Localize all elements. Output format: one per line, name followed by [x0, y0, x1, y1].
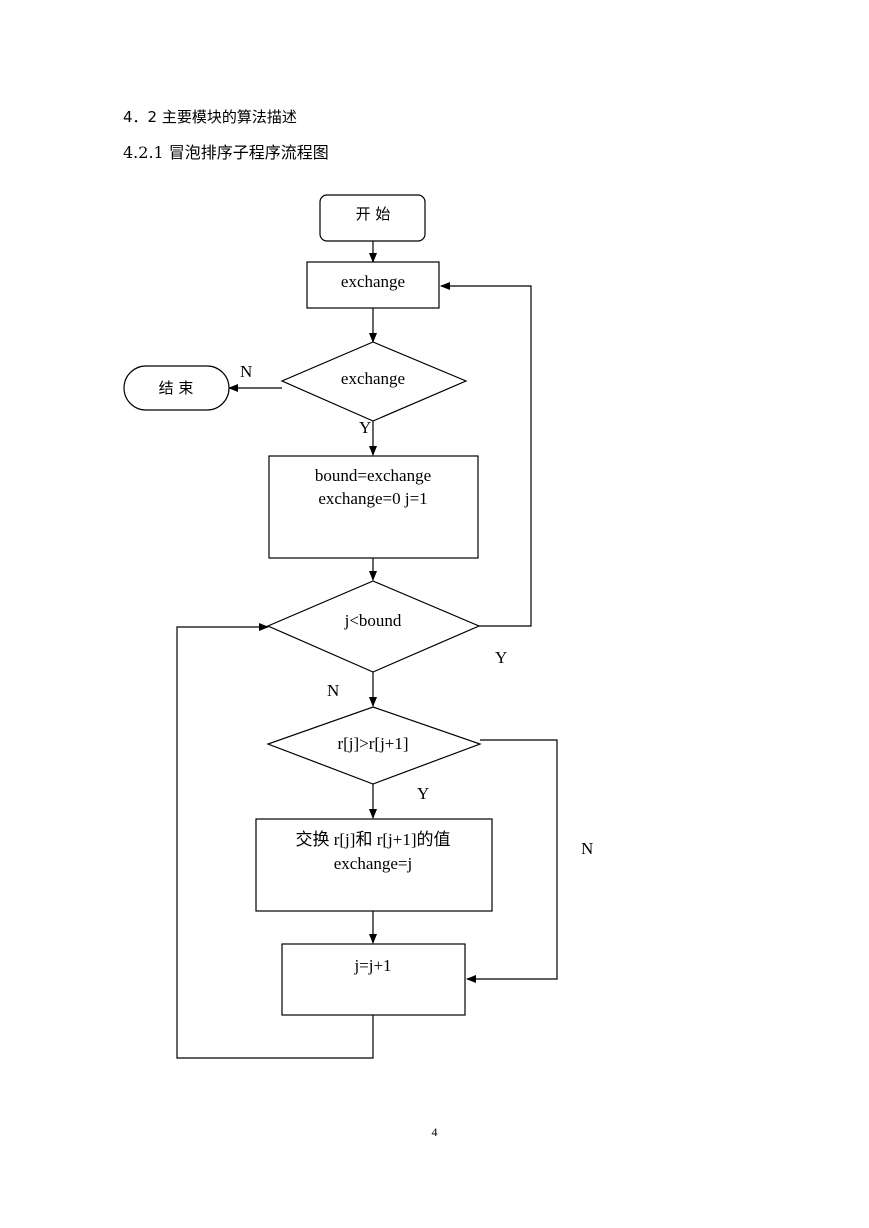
arrow-bound-yes-loop — [440, 282, 532, 627]
arrow-increment-loop — [176, 623, 374, 1059]
exchange-no-label: N — [240, 362, 252, 381]
exchange-yes-label: Y — [359, 418, 371, 437]
branch-labels: N Y Y N Y N — [240, 362, 593, 858]
increment-box: j=j+1 — [281, 943, 466, 1016]
connectors — [176, 241, 558, 1059]
arrow-compare-no — [466, 739, 558, 983]
swap-box: 交换 r[j]和 r[j+1]的值 exchange=j — [255, 818, 493, 912]
bound-decision-label: j<bound — [344, 611, 402, 630]
swap-line-2: exchange=j — [334, 854, 413, 873]
assign-line-2: exchange=0 j=1 — [318, 489, 427, 508]
compare-decision-label: r[j]>r[j+1] — [337, 734, 408, 753]
compare-no-label: N — [581, 839, 593, 858]
swap-line-1: 交换 r[j]和 r[j+1]的值 — [295, 830, 450, 849]
page-number: 4 — [431, 1125, 438, 1139]
section-heading: 4．2 主要模块的算法描述 — [123, 108, 297, 126]
subsection-heading: 4.2.1 冒泡排序子程序流程图 — [123, 143, 329, 162]
bound-decision: j<bound — [266, 580, 481, 673]
exchange-decision: exchange — [280, 341, 468, 422]
assign-box: bound=exchange exchange=0 j=1 — [268, 455, 479, 559]
increment-label: j=j+1 — [353, 956, 391, 975]
init-exchange-box: exchange — [306, 261, 440, 309]
assign-line-1: bound=exchange — [315, 466, 431, 485]
exchange-decision-label: exchange — [341, 369, 405, 388]
init-exchange-label: exchange — [341, 272, 405, 291]
bound-yes-label: Y — [495, 648, 507, 667]
compare-yes-label: Y — [417, 784, 429, 803]
end-label: 结 束 — [159, 379, 194, 397]
bound-no-label: N — [327, 681, 339, 700]
end-terminal: 结 束 — [123, 365, 230, 411]
start-terminal: 开 始 — [319, 194, 426, 242]
start-label: 开 始 — [356, 205, 391, 223]
compare-decision: r[j]>r[j+1] — [266, 706, 482, 785]
